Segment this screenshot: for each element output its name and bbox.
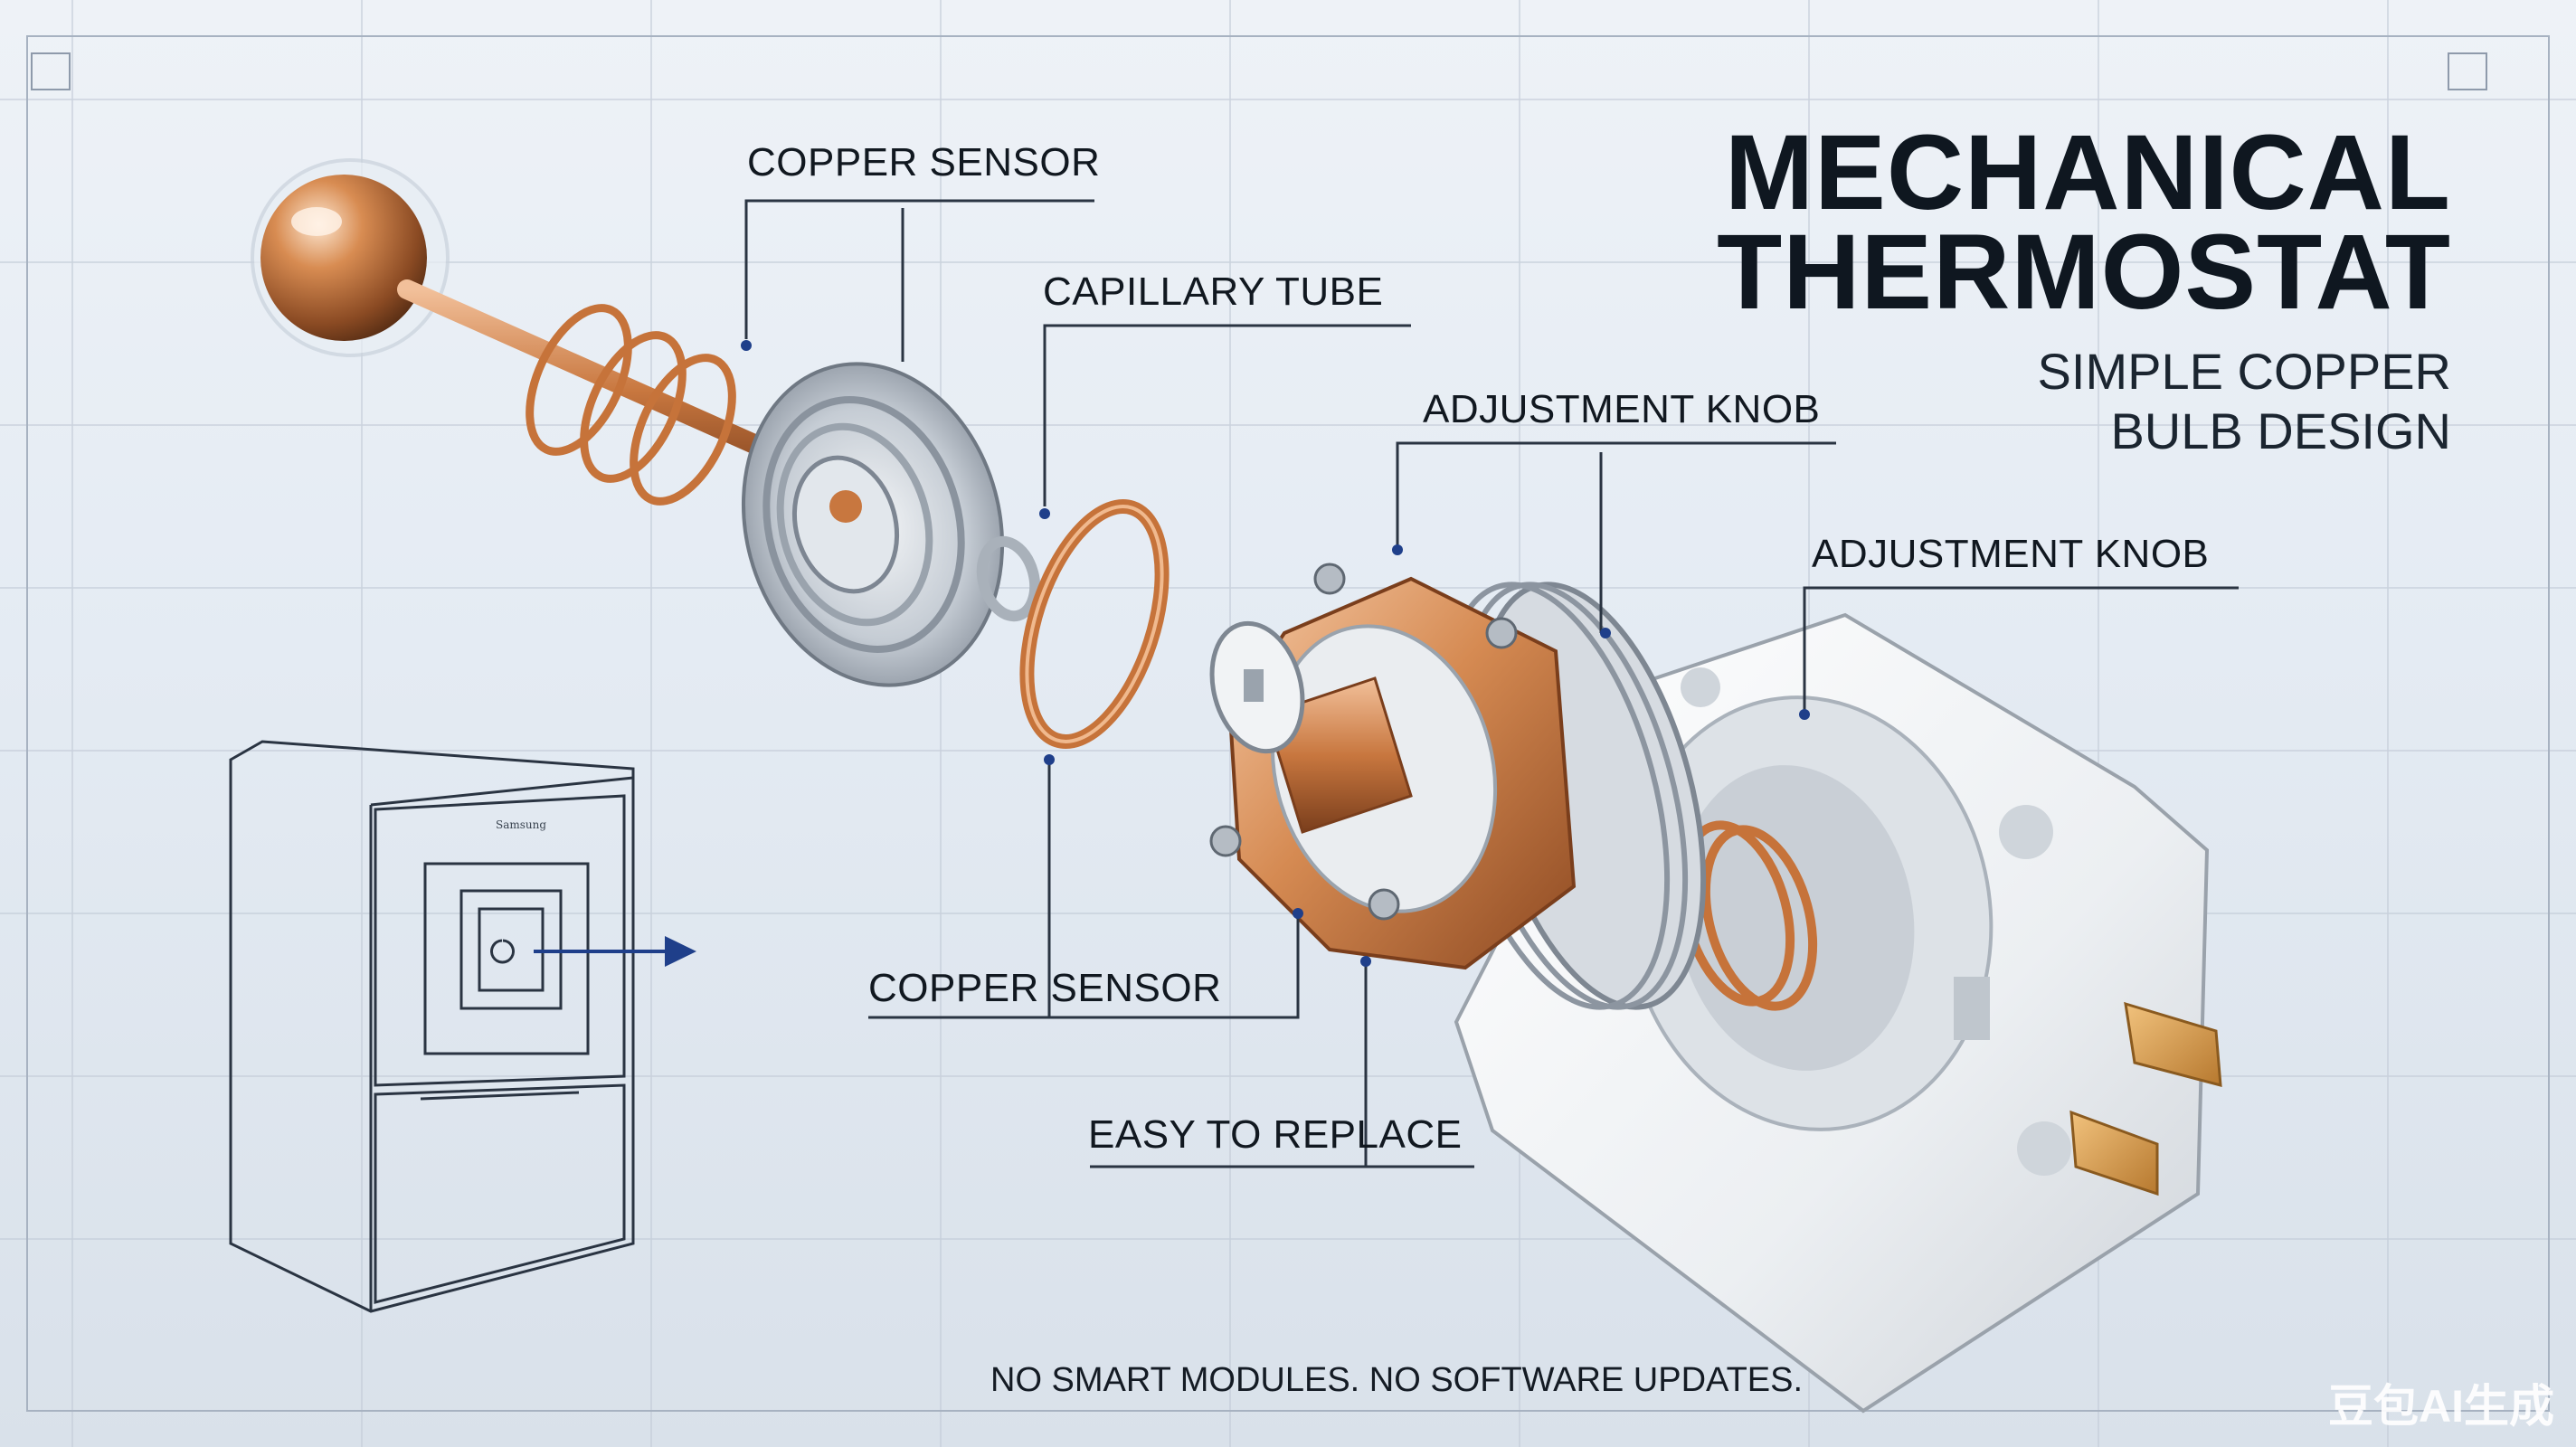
copper-ring-icon	[1019, 499, 1170, 749]
callout-adjustment-knob-2: ADJUSTMENT KNOB	[1812, 532, 2210, 576]
callout-capillary-tube: CAPILLARY TUBE	[1043, 270, 1384, 314]
callout-easy-to-replace: EASY TO REPLACE	[1088, 1112, 1463, 1157]
callout-leaders	[744, 199, 2239, 1168]
frame-border	[26, 35, 2550, 1412]
callout-copper-sensor-top: COPPER SENSOR	[747, 140, 1101, 184]
washer-icon	[976, 535, 1041, 622]
corner-mark-top-right	[2448, 52, 2487, 90]
arrow-right-icon	[534, 936, 696, 967]
fridge-brand-label: Samsung	[496, 818, 547, 831]
adjustment-assembly-icon	[1209, 563, 1707, 1010]
corner-mark-top-left	[31, 52, 71, 90]
footer-note: NO SMART MODULES. NO SOFTWARE UPDATES.	[990, 1361, 1804, 1399]
callout-dots	[741, 340, 1810, 967]
title-line-1: MECHANICAL	[1724, 113, 2451, 232]
copper-bulb-icon	[251, 158, 450, 357]
capillary-coil-icon	[526, 304, 736, 506]
title-line-2: THERMOSTAT	[1717, 213, 2451, 332]
terminal-tabs	[2069, 1001, 2222, 1196]
callout-adjustment-knob-1: ADJUSTMENT KNOB	[1423, 387, 1821, 431]
callout-copper-sensor-bottom: COPPER SENSOR	[868, 966, 1222, 1010]
subtitle-line-2: BULB DESIGN	[2110, 402, 2451, 459]
subtitle-line-1: SIMPLE COPPER	[2037, 343, 2451, 400]
bellows-icon	[741, 362, 1005, 687]
watermark: 豆包AI生成	[2328, 1381, 2554, 1432]
refrigerator-icon	[229, 740, 635, 1313]
